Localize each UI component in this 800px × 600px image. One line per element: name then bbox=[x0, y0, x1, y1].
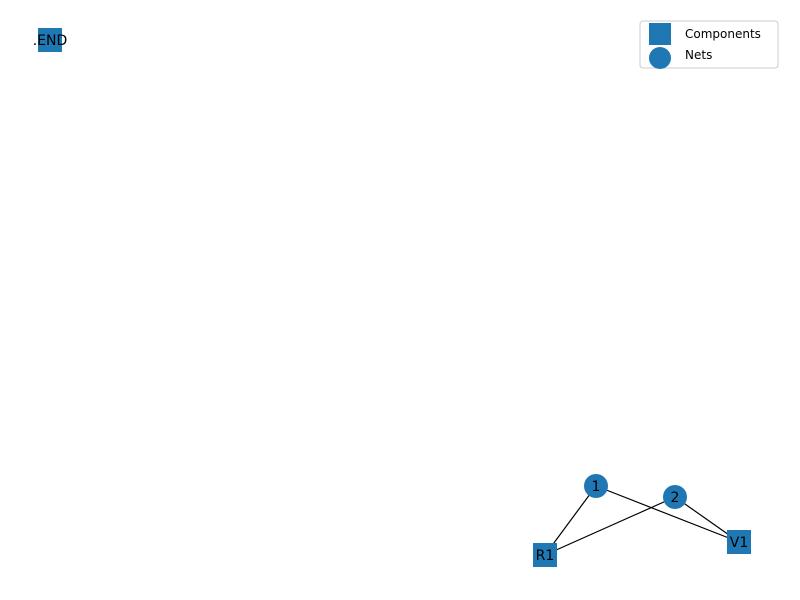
component-square-icon bbox=[38, 28, 62, 52]
component-square-icon bbox=[727, 530, 751, 554]
node-2: 2 bbox=[663, 485, 687, 509]
node-v1: V1 bbox=[727, 530, 751, 554]
legend: Components Nets bbox=[639, 20, 779, 69]
node-label: 2 bbox=[671, 490, 680, 506]
node-label: V1 bbox=[730, 535, 748, 551]
edge-2-R1 bbox=[544, 496, 676, 556]
legend-square-icon bbox=[649, 23, 671, 45]
node-1: 1 bbox=[584, 474, 608, 498]
node-end: .END bbox=[33, 28, 68, 52]
component-square-icon bbox=[533, 543, 557, 567]
node-label: R1 bbox=[536, 548, 555, 564]
legend-frame bbox=[639, 20, 779, 69]
node-label: 1 bbox=[592, 479, 601, 495]
edge-1-V1 bbox=[595, 485, 740, 543]
legend-circle-icon bbox=[649, 47, 671, 69]
node-r1: R1 bbox=[533, 543, 557, 567]
net-circle-icon bbox=[584, 474, 608, 498]
legend-label-nets: Nets bbox=[685, 48, 712, 62]
node-label: .END bbox=[33, 33, 68, 49]
net-circle-icon bbox=[663, 485, 687, 509]
legend-label-components: Components bbox=[685, 27, 761, 41]
edges-layer bbox=[544, 485, 740, 556]
nodes-layer: .END R1 V1 1 2 bbox=[33, 28, 751, 567]
